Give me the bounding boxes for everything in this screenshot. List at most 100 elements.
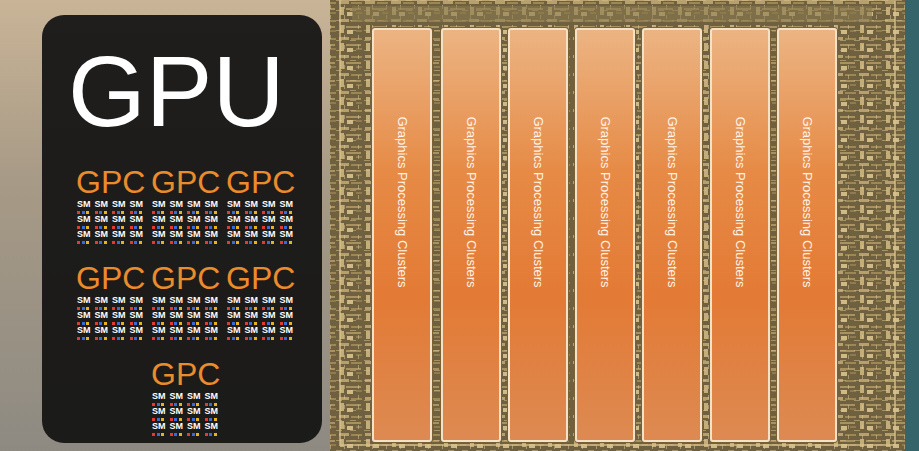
sm-unit-icon [284,241,287,244]
sm-label: SM [77,215,91,224]
cluster-label: Graphics Processing Clusters [734,117,747,288]
sm-unit-icon [152,307,155,310]
sm-label: SM [205,215,219,224]
sm-unit-icon [86,241,89,244]
sm-label: SM [280,326,294,335]
sm-unit-icon [179,211,182,214]
sm-unit-icon [104,322,107,325]
sm-unit-icon [157,337,160,340]
sm-unit-icon [139,226,142,229]
sm-unit-icon [205,241,208,244]
sm-unit-icon [284,337,287,340]
sm-unit-icon [227,211,230,214]
sm-unit-icon [209,433,212,436]
sm-unit-icon [267,226,270,229]
graphics-processing-cluster: Graphics Processing Clusters [642,28,702,442]
sm-unit-icon [192,418,195,421]
sm-unit-icon [236,337,239,340]
sm-unit-icon [157,403,160,406]
sm-unit-icon [82,307,85,310]
sm-unit-icon [245,241,248,244]
gpc-label: GPC [151,166,220,198]
sm-unit-icon [179,403,182,406]
sm-unit-icon [289,241,292,244]
die-circuitry-detail [330,0,905,451]
sm-unit-icon [271,322,274,325]
sm-label: SM [112,311,126,320]
sm-unit-icon [196,403,199,406]
sm-unit-icon [192,322,195,325]
sm-unit-icon [117,241,120,244]
sm-label: SM [112,326,126,335]
sm-unit-icon [236,307,239,310]
sm-unit-icon [205,307,208,310]
sm-unit-icon [121,322,124,325]
sm-unit-icon [170,337,173,340]
sm-unit-icon [170,241,173,244]
sm-label: SM [152,422,166,431]
sm-label: SM [187,296,201,305]
sm-unit-icon [157,211,160,214]
sm-unit-icon [86,322,89,325]
sm-unit-icon [112,226,115,229]
sm-unit-icon [86,337,89,340]
sm-unit-icon [170,322,173,325]
sm-unit-icon [99,226,102,229]
sm-unit-icon [232,241,235,244]
sm-unit-icon [134,226,137,229]
sm-unit-icon [161,337,164,340]
sm-unit-icon [174,241,177,244]
sm-unit-icon [187,241,190,244]
sm-unit-icon [254,337,257,340]
sm-unit-icon [187,433,190,436]
sm-unit-icon [249,322,252,325]
sm-unit-icon [86,307,89,310]
sm-label: SM [262,200,276,209]
sm-unit-icon [236,226,239,229]
sm-label: SM [227,296,241,305]
sm-label: SM [280,200,294,209]
sm-unit-icon [157,433,160,436]
sm-label: SM [245,326,259,335]
sm-unit-icon [284,226,287,229]
sm-label: SM [152,296,166,305]
sm-unit-icon [280,211,283,214]
sm-unit-icon [196,211,199,214]
sm-unit-icon [174,226,177,229]
sm-unit-icon [249,337,252,340]
sm-unit-icon [161,403,164,406]
sm-label: SM [170,407,184,416]
sm-unit-icon [112,241,115,244]
sm-label: SM [77,200,91,209]
sm-unit-icon [104,337,107,340]
sm-unit-icon [174,403,177,406]
sm-unit-icon [134,322,137,325]
sm-unit-icon [196,337,199,340]
sm-unit-icon [254,211,257,214]
sm-unit-icon [130,211,133,214]
sm-label: SM [227,326,241,335]
sm-unit-icon [262,337,265,340]
sm-unit-icon [192,241,195,244]
sm-unit-icon [152,433,155,436]
sm-unit-icon [187,418,190,421]
gpc-label: GPC [151,262,220,294]
die-circuitry [330,0,905,451]
sm-label: SM [280,296,294,305]
sm-label: SM [205,407,219,416]
sm-unit-icon [192,433,195,436]
sm-unit-icon [112,307,115,310]
sm-unit-icon [134,337,137,340]
sm-unit-icon [95,307,98,310]
sm-label: SM [227,200,241,209]
sm-label: SM [187,422,201,431]
sm-label: SM [130,200,144,209]
sm-label: SM [77,296,91,305]
sm-label: SM [112,230,126,239]
sm-unit-icon [192,403,195,406]
sm-unit-icon [232,322,235,325]
sm-unit-icon [209,337,212,340]
sm-label: SM [205,392,219,401]
sm-unit-icon [214,337,217,340]
sm-label: SM [130,311,144,320]
